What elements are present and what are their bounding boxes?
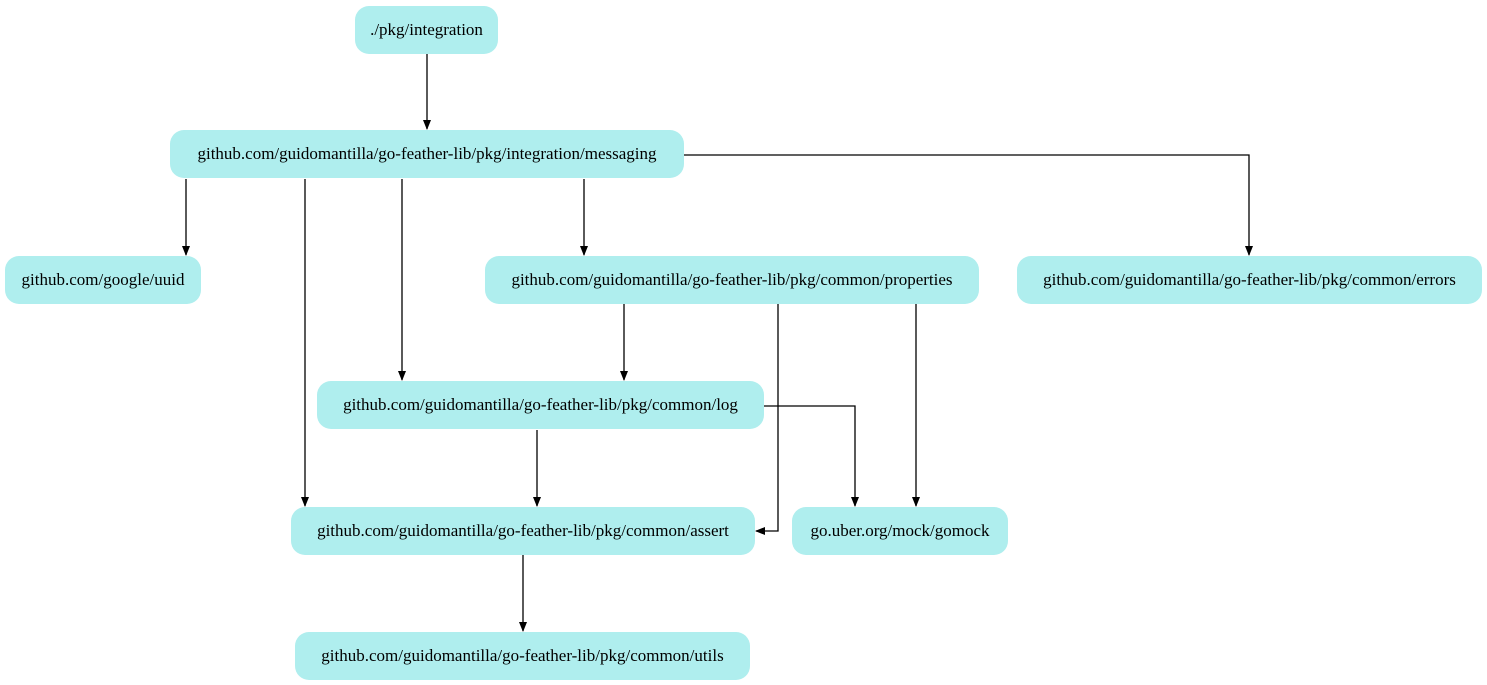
edge-properties-to-assert [755, 304, 779, 535]
node-utils[interactable]: github.com/guidomantilla/go-feather-lib/… [295, 632, 750, 680]
node-uuid[interactable]: github.com/google/uuid [5, 256, 201, 304]
edge-log-to-gomock [764, 405, 859, 507]
node-messaging[interactable]: github.com/guidomantilla/go-feather-lib/… [170, 130, 684, 178]
node-log[interactable]: github.com/guidomantilla/go-feather-lib/… [317, 381, 764, 429]
node-properties[interactable]: github.com/guidomantilla/go-feather-lib/… [485, 256, 979, 304]
node-assert[interactable]: github.com/guidomantilla/go-feather-lib/… [291, 507, 755, 555]
edge-messaging-to-errors [684, 154, 1253, 256]
node-gomock[interactable]: go.uber.org/mock/gomock [792, 507, 1008, 555]
node-errors[interactable]: github.com/guidomantilla/go-feather-lib/… [1017, 256, 1482, 304]
node-integration[interactable]: ./pkg/integration [355, 6, 498, 54]
